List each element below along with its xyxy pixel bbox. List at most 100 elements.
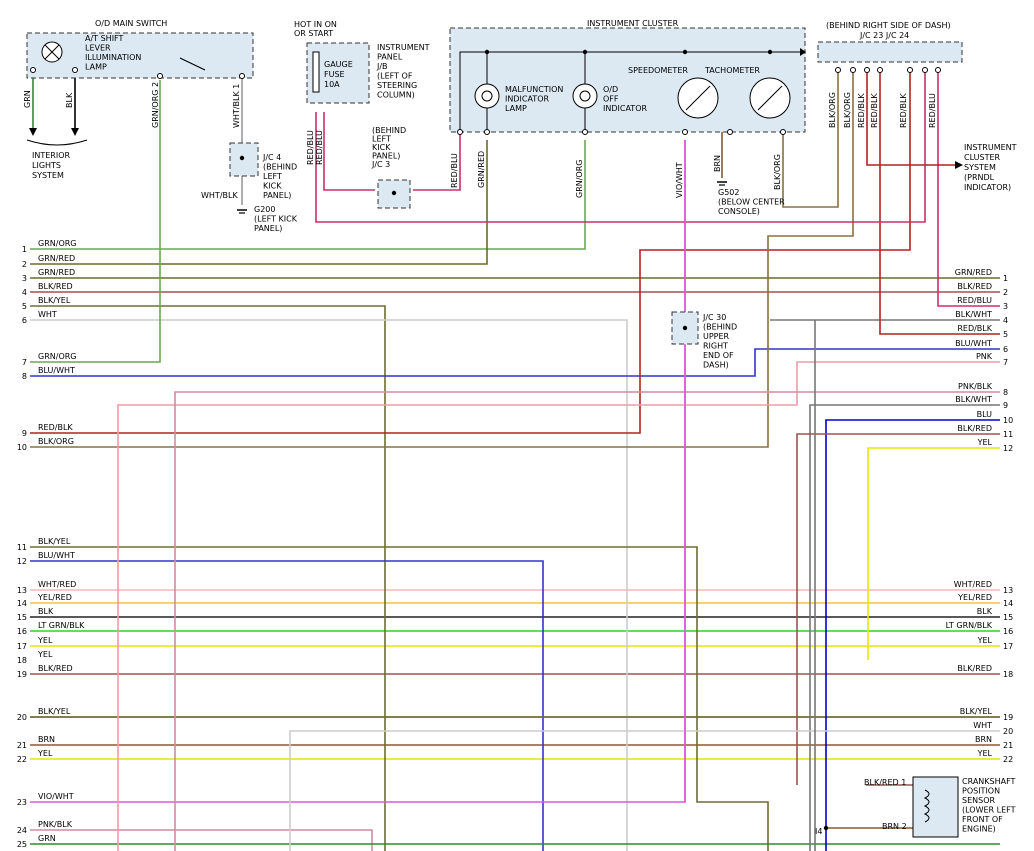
cluster-pin (780, 129, 786, 135)
right-pin-wire-label: PNK/BLK (958, 382, 993, 391)
top-wire-label: GRN (23, 90, 32, 108)
right-pin-number: 17 (1003, 642, 1013, 651)
left-pin-number: 21 (17, 741, 27, 750)
left-wire-7 (30, 80, 161, 363)
right-pin-number: 16 (1003, 627, 1013, 636)
fuse-label: FUSE (324, 70, 345, 79)
od-off-lamp-icon-filament (579, 90, 591, 102)
jc30-label: (BEHIND (703, 323, 737, 332)
top-wire-label: BLK/ORG (843, 92, 852, 128)
right-pin-number: 22 (1003, 755, 1013, 764)
jc4-label: J/C 4 (262, 153, 281, 162)
od-switch-label: ILLUMINATION (85, 53, 141, 62)
g502-label: G502 (718, 188, 739, 197)
right-pin-wire-label: YEL/RED (957, 593, 992, 602)
jc4-splice (239, 155, 245, 161)
ckp-label: POSITION (962, 787, 1000, 796)
i4-label: I4 (815, 827, 822, 836)
left-pin-number: 8 (22, 372, 27, 381)
red-blu-jc3-out (413, 132, 461, 191)
jc30-label: RIGHT (703, 342, 728, 351)
switch-contact-icon (179, 57, 206, 71)
top-wire-label: GRN/ORG (575, 160, 584, 199)
speedometer-icon-needle (685, 85, 711, 111)
right-pin-wire-label: BLK/YEL (960, 707, 993, 716)
right-pin-number: 19 (1003, 713, 1013, 722)
right-pin-number: 13 (1003, 586, 1013, 595)
left-pin-wire-label: BLK/RED (38, 664, 73, 673)
prndl-label: (PRNDL (964, 173, 995, 182)
right-wire-3 (937, 70, 1000, 307)
prndl-label: SYSTEM (964, 163, 996, 172)
od-off-lamp-icon (572, 83, 598, 109)
left-pin-number: 11 (17, 543, 27, 552)
prndl-arrow-icon (955, 161, 963, 169)
top-wire-label: RED/BLU (315, 130, 324, 165)
od-switch-label: A/T SHIFT (85, 34, 124, 43)
g502-label: (BELOW CENTER (718, 198, 785, 207)
interior-lights-label: INTERIOR (32, 151, 71, 160)
left-pin-number: 15 (17, 613, 27, 622)
right-wire-20 (289, 730, 1000, 851)
hot-label: OR START (294, 29, 333, 38)
right-pin-number: 2 (1003, 288, 1008, 297)
left-pin-wire-label: BLK/RED (38, 282, 73, 291)
right-pin-number: 10 (1003, 416, 1013, 425)
tachometer-label: TACHOMETER (704, 66, 760, 75)
left-pin-number: 23 (17, 798, 27, 807)
left-pin-number: 16 (17, 627, 27, 636)
left-pin-number: 3 (22, 274, 27, 283)
left-pin-number: 18 (17, 656, 27, 665)
left-pin-wire-label: YEL (37, 650, 53, 659)
right-wire-10 (825, 419, 1000, 851)
jc3-label: KICK (372, 143, 391, 152)
cluster-bus-dot (767, 49, 773, 55)
right-wire-5 (879, 70, 1000, 335)
top-wire-label: RED/BLK (857, 93, 866, 128)
dash-pin (835, 67, 841, 73)
right-pin-wire-label: WHT/RED (954, 580, 992, 589)
left-wire-5 (30, 305, 386, 851)
right-pin-wire-label: WHT (973, 721, 992, 730)
right-pin-wire-label: BLK/RED (957, 664, 992, 673)
ipjb-label: (LEFT OF (377, 72, 413, 81)
left-wire-9 (30, 70, 911, 434)
prndl-label: CLUSTER (964, 153, 1001, 162)
left-pin-wire-label: GRN/ORG (38, 239, 77, 248)
od-pin (72, 67, 78, 73)
right-pin-wire-label: RED/BLK (957, 324, 992, 333)
right-pin-wire-label: BLK/RED (957, 424, 992, 433)
red-blu-jc3-in (323, 112, 375, 191)
fuse-label: GAUGE (324, 60, 353, 69)
left-pin-number: 24 (17, 826, 27, 835)
left-pin-number: 4 (22, 288, 27, 297)
od-off-label: O/D (603, 85, 618, 94)
wire-layer (30, 70, 1000, 851)
arrow-icon (71, 128, 79, 136)
cluster-pin (582, 129, 588, 135)
ipjb-label: J/B (376, 62, 388, 71)
left-pin-wire-label: YEL/RED (37, 593, 72, 602)
jc3-splice (391, 190, 397, 196)
jc4-box (229, 142, 259, 177)
right-pin-wire-label: YEL (977, 438, 993, 447)
ckp-pin1-label: BLK/RED 1 (864, 778, 906, 787)
jc30-label: DASH) (703, 361, 729, 370)
prndl-label: INDICATOR) (964, 183, 1011, 192)
mil-label: LAMP (505, 104, 527, 113)
dash-jc-label: J/C 23 J/C 24 (859, 31, 909, 40)
speedometer-label: SPEEDOMETER (628, 66, 688, 75)
g502-label: CONSOLE) (718, 207, 760, 216)
left-wire-1 (30, 140, 586, 250)
ckp-label: SENSOR (962, 796, 995, 805)
right-pin-wire-label: RED/BLU (957, 296, 992, 305)
od-switch-label: LEVER (85, 44, 111, 53)
left-pin-wire-label: BLU/WHT (38, 551, 75, 560)
tachometer-icon-needle (757, 85, 783, 111)
dash-junction-box (817, 41, 963, 63)
cluster-bus-dot (682, 49, 688, 55)
mil-lamp-icon-filament (481, 90, 493, 102)
right-pin-wire-label: GRN/RED (955, 268, 992, 277)
